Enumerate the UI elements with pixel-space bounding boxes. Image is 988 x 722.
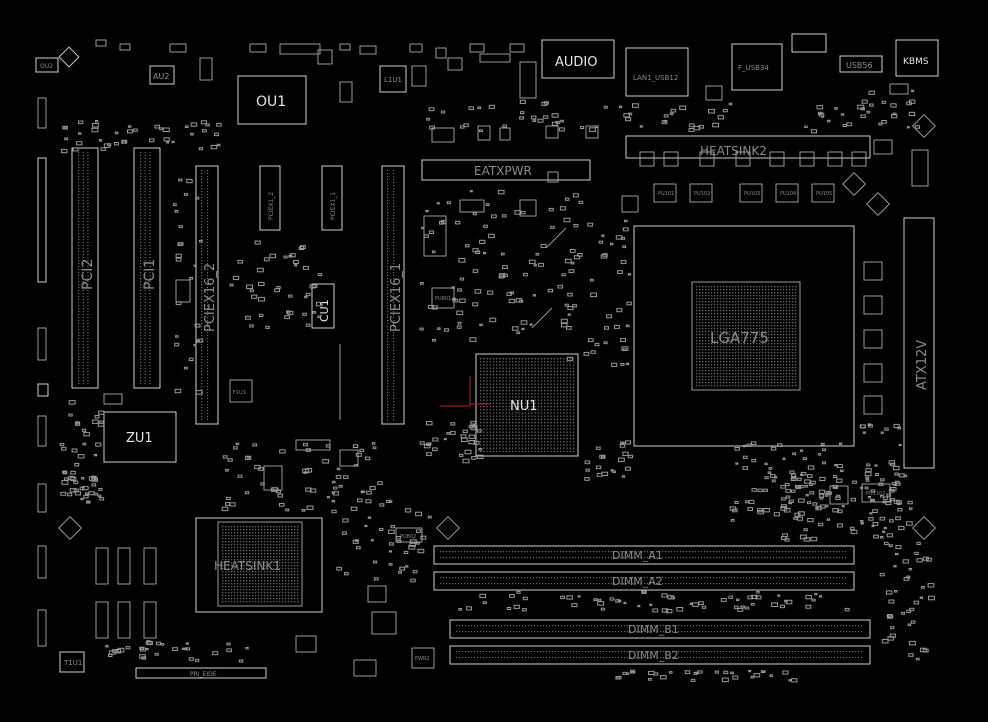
pwr2-label: PWR2 xyxy=(415,656,430,662)
au2-label: AU2 xyxy=(153,72,169,81)
dimm-slots: DIMM_A1 DIMM_A2 DIMM_B1 DIMM_B2 xyxy=(433,545,871,665)
dimm-a1-label: DIMM_A1 xyxy=(612,549,663,562)
smd-parts xyxy=(59,89,935,683)
misc-components: PU801 PU802 PWR2 PU1102 xyxy=(263,125,937,677)
nu1-chip: NU1 xyxy=(440,353,579,457)
atx12v-label: ATX12V xyxy=(915,340,930,390)
eatxpwr-label: EATXPWR xyxy=(474,164,532,178)
pci1-label: PCI1 xyxy=(142,259,158,290)
pu802-label: PU802 xyxy=(400,534,416,540)
audio-label: AUDIO xyxy=(555,55,598,70)
dimm-b1-label: DIMM_B1 xyxy=(628,623,679,636)
heatsink1-area: HEATSINK1 xyxy=(195,517,323,613)
pu105-label: PU105 xyxy=(816,191,832,197)
rear-io: AUDIO LAN1_USB12 F_USB34 USB56 KBMS xyxy=(541,33,939,139)
top-left-components: OU2 AU2 OU1 L1U1 xyxy=(35,43,407,125)
zu1-label: ZU1 xyxy=(126,431,153,446)
eatxpwr-connector: EATXPWR xyxy=(421,159,591,181)
pu101-label: PU101 xyxy=(658,191,674,197)
kbms-label: KBMS xyxy=(903,57,929,67)
pu1102-label: PU1102 xyxy=(866,491,885,497)
pci2-label: PCI2 xyxy=(80,259,96,290)
dimm-a2-label: DIMM_A2 xyxy=(612,575,663,588)
pu103-label: PU103 xyxy=(744,191,760,197)
pciex1-1-label: PCIEX1_1 xyxy=(330,192,337,220)
lga775-label: LGA775 xyxy=(710,329,769,347)
ou1-label: OU1 xyxy=(256,94,286,110)
top-row-parts xyxy=(95,39,537,99)
pciex16-1-label: PCIEX16_1 xyxy=(389,263,404,332)
nu1-label: NU1 xyxy=(510,399,538,414)
heatsink1-label: HEATSINK1 xyxy=(214,559,281,573)
heatsink2-area: HEATSINK2 PU101 PU102 PU103 PU104 PU105 xyxy=(625,135,871,203)
pu102-label: PU102 xyxy=(694,191,710,197)
cu1-label: CU1 xyxy=(318,299,331,322)
ou2-label: OU2 xyxy=(40,63,53,70)
l1u1-label: L1U1 xyxy=(384,76,402,84)
zu1-chip: ZU1 xyxy=(103,393,177,463)
pciex16-2-label: PCIEX16_2 xyxy=(203,263,218,332)
lga775-socket: LGA775 xyxy=(633,225,855,447)
t1u1-label: T1U1 xyxy=(63,659,82,667)
bottom-left: T1U1 PRI_EIDE xyxy=(57,515,267,679)
usb56-label: USB56 xyxy=(846,61,873,70)
heatsink2-label: HEATSINK2 xyxy=(700,144,767,158)
f1u1-label: F1U1 xyxy=(233,390,246,396)
pri-eide-label: PRI_EIDE xyxy=(190,671,217,678)
atx12v-area: ATX12V xyxy=(863,149,935,469)
pciex1-2-label: PCIEX1_2 xyxy=(268,192,275,220)
left-edge-connectors xyxy=(37,97,49,647)
pu104-label: PU104 xyxy=(780,191,796,197)
pu801-label: PU801 xyxy=(435,296,451,302)
lan-usb12-label: LAN1_USB12 xyxy=(633,74,678,82)
pci-slots: PCI2 PCI1 PCIEX16_2 PCIEX16_1 PCIEX1_2 P… xyxy=(71,147,405,425)
dimm-b2-label: DIMM_B2 xyxy=(628,649,679,662)
f-usb34-label: F_USB34 xyxy=(738,64,769,72)
cu1-chip: CU1 F1U1 xyxy=(175,279,341,420)
